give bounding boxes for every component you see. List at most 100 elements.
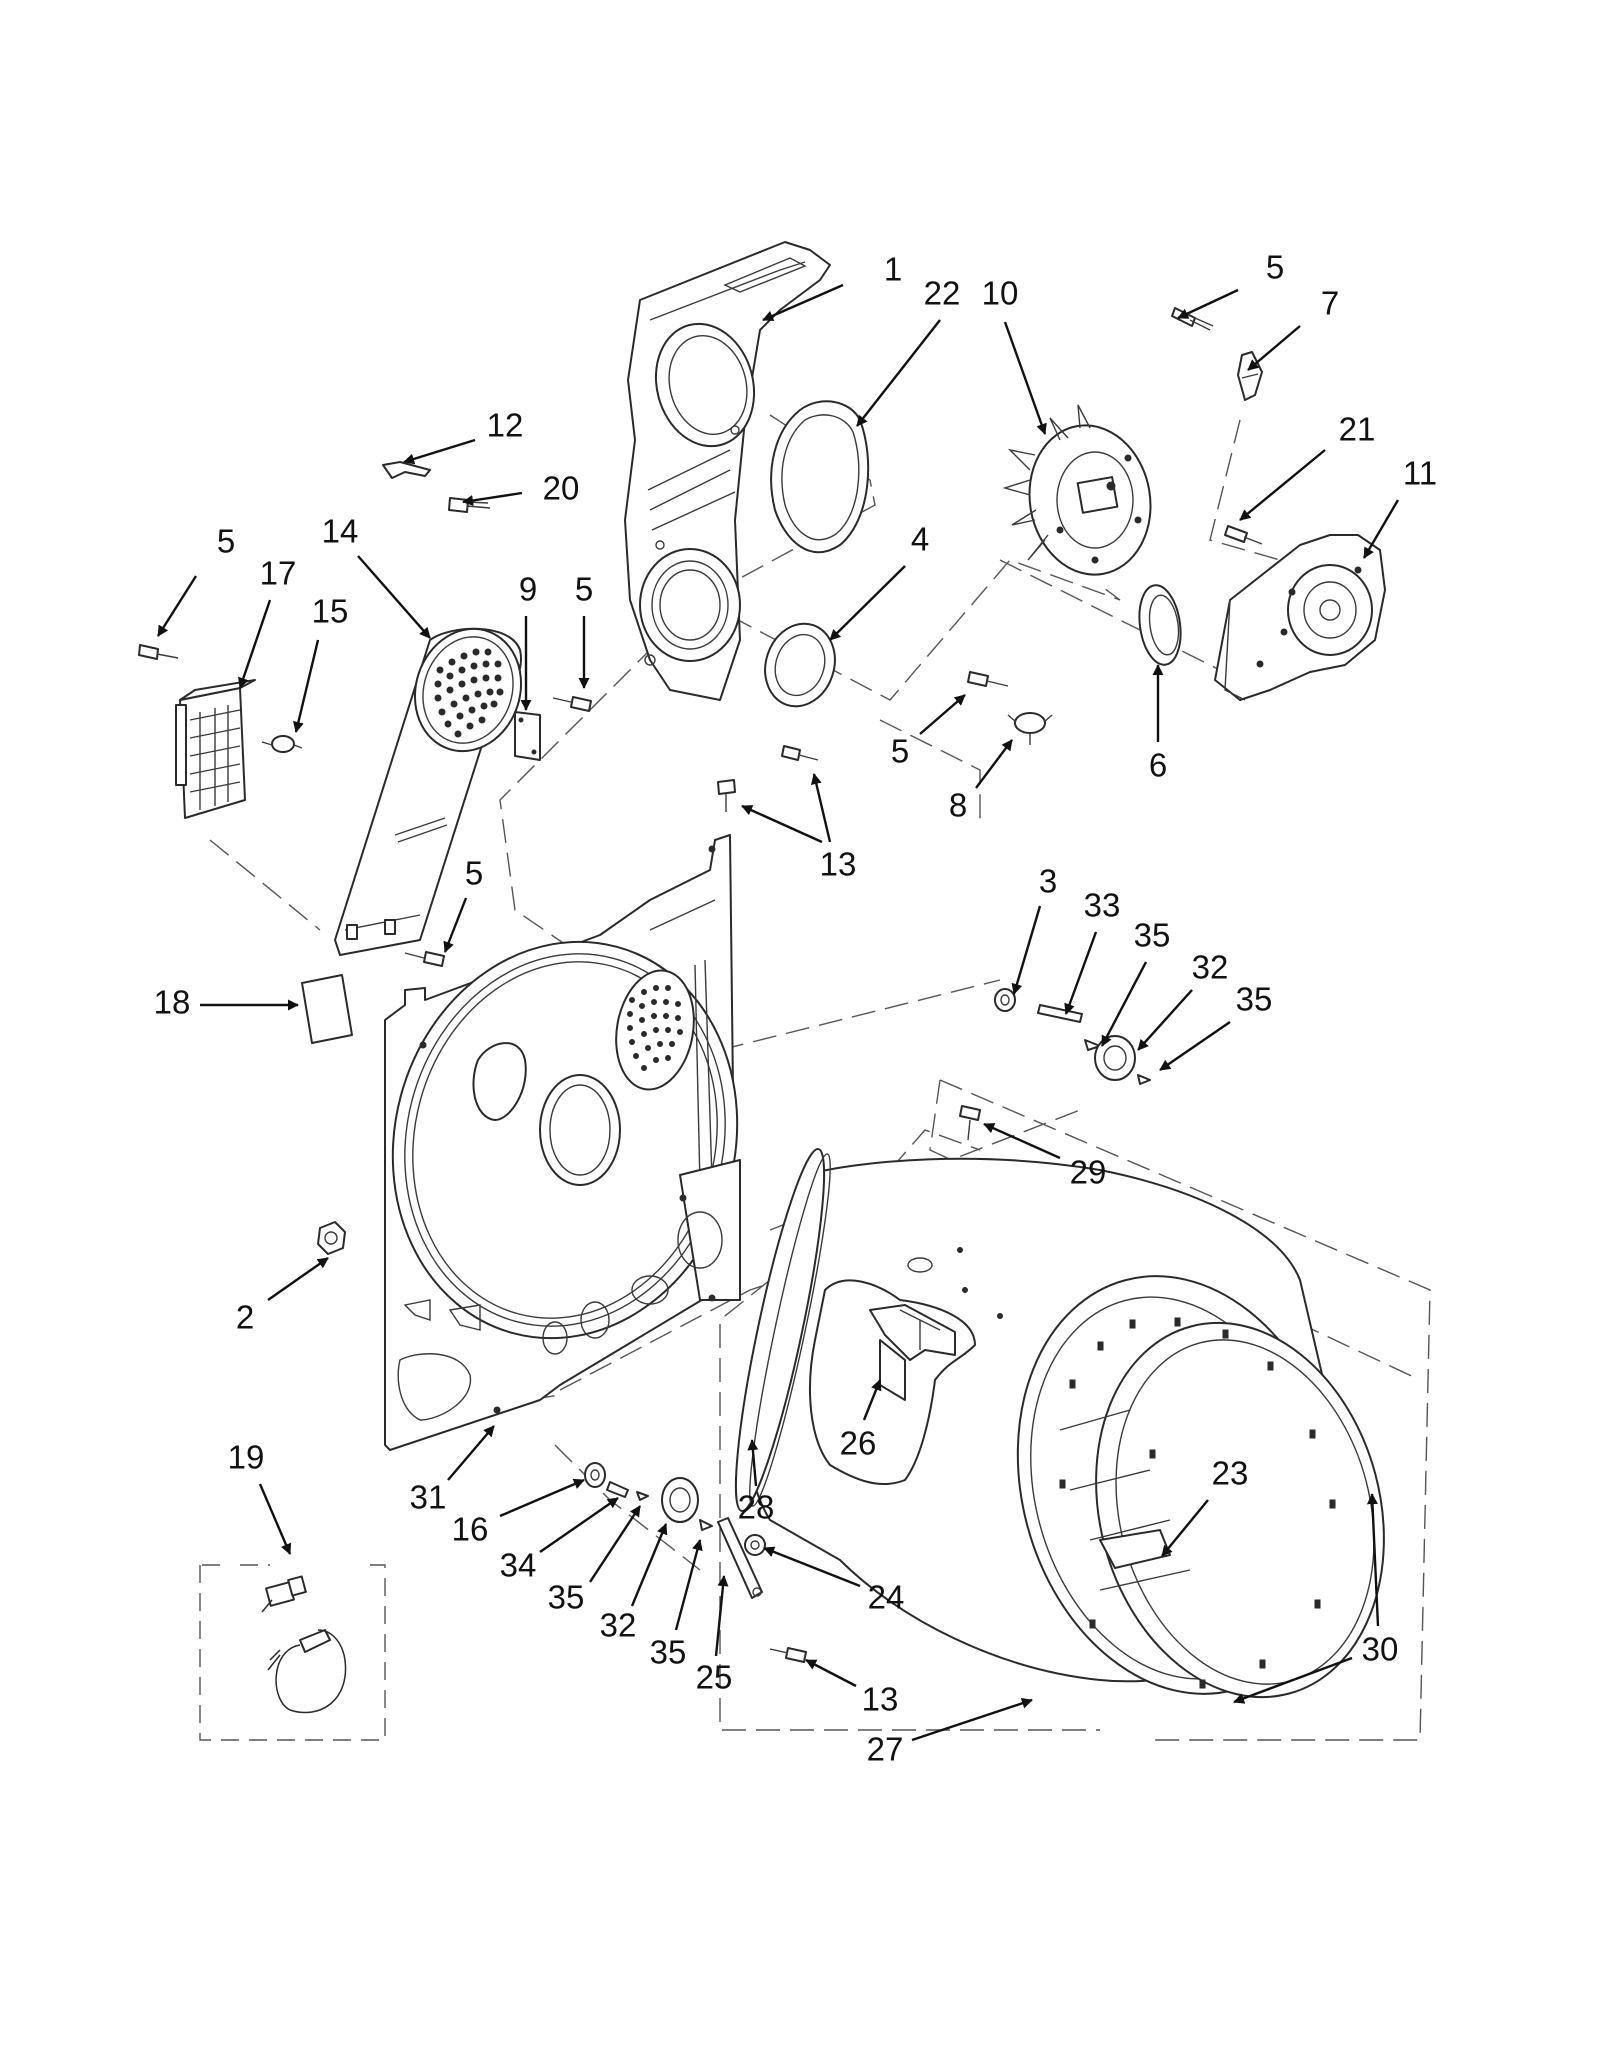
heater-duct-perforation bbox=[434, 648, 504, 738]
callout-arrow-c13b bbox=[805, 1658, 857, 1688]
clip-7 bbox=[1237, 351, 1263, 401]
callout-arrow-c3 bbox=[1011, 905, 1042, 995]
callout-arrow-c5d bbox=[919, 694, 966, 735]
callout-arrow-c33 bbox=[1064, 931, 1098, 1015]
callout-label-c5c: 5 bbox=[575, 571, 593, 608]
screw-21 bbox=[1224, 525, 1263, 545]
callout-arrow-c35b bbox=[1159, 1021, 1231, 1071]
drum-assembly bbox=[734, 1147, 1385, 1699]
callout-label-c29: 29 bbox=[1070, 1154, 1107, 1191]
rear-panel-bulkhead bbox=[384, 834, 741, 1451]
callout-arrow-c20 bbox=[462, 491, 523, 506]
callout-label-c30: 30 bbox=[1362, 1631, 1399, 1668]
callout-label-c20: 20 bbox=[543, 470, 580, 507]
callout-arrow-c30 bbox=[1366, 1493, 1380, 1627]
thermal-cutoff-15 bbox=[261, 735, 303, 753]
seal-ring bbox=[764, 622, 836, 708]
callout-label-c32a: 32 bbox=[1192, 949, 1229, 986]
callout-label-c7: 7 bbox=[1321, 285, 1339, 322]
callout-arrow-c35c bbox=[588, 1505, 642, 1583]
callout-arrow-c2 bbox=[267, 1257, 329, 1301]
thermostat-8 bbox=[1007, 712, 1053, 745]
callout-arrow-c8 bbox=[975, 739, 1013, 789]
insulation-pad bbox=[301, 974, 353, 1044]
callout-label-c35b: 35 bbox=[1236, 981, 1273, 1018]
callout-label-c13a: 13 bbox=[820, 846, 857, 883]
screws bbox=[138, 307, 1263, 1663]
callout-arrow-c24 bbox=[763, 1546, 861, 1588]
heater-duct bbox=[334, 627, 523, 956]
callout-arrow-c32a bbox=[1137, 989, 1193, 1051]
callout-label-c12: 12 bbox=[487, 407, 524, 444]
callout-arrow-c27 bbox=[911, 1697, 1033, 1742]
screw-13-bottom bbox=[769, 1647, 807, 1663]
callout-label-c34: 34 bbox=[500, 1547, 537, 1584]
callout-arrow-c21 bbox=[1239, 449, 1326, 521]
bearing-ring bbox=[1138, 584, 1182, 666]
callout-arrow-c10 bbox=[1003, 321, 1047, 435]
screw-5-left bbox=[138, 644, 179, 660]
callout-label-c14: 14 bbox=[322, 513, 359, 550]
callout-label-c2: 2 bbox=[236, 1299, 254, 1336]
callout-label-c27: 27 bbox=[867, 1731, 904, 1768]
callout-label-c5a: 5 bbox=[1266, 249, 1284, 286]
callout-arrow-c1 bbox=[762, 283, 844, 322]
roller-group-upper bbox=[994, 988, 1151, 1085]
heater-element bbox=[175, 679, 256, 819]
callout-arrow-c5a bbox=[1177, 288, 1239, 320]
callout-label-c8: 8 bbox=[949, 787, 967, 824]
callout-arrow-c22 bbox=[856, 319, 941, 427]
callout-label-c35d: 35 bbox=[650, 1634, 687, 1671]
nut-2 bbox=[317, 1221, 346, 1255]
callout-label-c32b: 32 bbox=[600, 1607, 637, 1644]
callout-arrow-c19 bbox=[258, 1483, 292, 1555]
screw-5-lower bbox=[404, 951, 445, 967]
callout-arrow-c4 bbox=[829, 565, 906, 641]
blower-wheel bbox=[1002, 404, 1152, 576]
callout-label-c5d: 5 bbox=[891, 733, 909, 770]
callout-label-c22: 22 bbox=[924, 275, 961, 312]
drum-rim-slots bbox=[1059, 1317, 1336, 1689]
screw-5-mid bbox=[552, 696, 592, 712]
wire-harness-kit bbox=[199, 1564, 386, 1741]
callout-arrow-c17 bbox=[238, 599, 272, 689]
callout-arrow-c5e bbox=[443, 897, 468, 953]
screw-5-center bbox=[967, 671, 1009, 687]
callout-label-c1: 1 bbox=[884, 251, 902, 288]
callout-label-c15: 15 bbox=[312, 593, 349, 630]
callout-label-c17: 17 bbox=[260, 555, 297, 592]
callout-label-c21: 21 bbox=[1339, 411, 1376, 448]
callout-arrow-c12 bbox=[403, 438, 476, 465]
callout-arrow-c7 bbox=[1247, 325, 1301, 371]
callout-arrow-c29 bbox=[983, 1122, 1061, 1160]
callout-label-c35a: 35 bbox=[1134, 917, 1171, 954]
callout-arrow-c34 bbox=[539, 1497, 619, 1553]
callout-label-c13b: 13 bbox=[862, 1681, 899, 1718]
screw-29 bbox=[959, 1105, 981, 1141]
callout-label-c33: 33 bbox=[1084, 887, 1121, 924]
callout-label-c31: 31 bbox=[410, 1479, 447, 1516]
callout-label-c16: 16 bbox=[452, 1511, 489, 1548]
callout-arrow-c31 bbox=[447, 1425, 495, 1481]
callout-label-c3: 3 bbox=[1039, 863, 1057, 900]
bracket-12 bbox=[382, 461, 431, 479]
callout-label-c23: 23 bbox=[1212, 1455, 1249, 1492]
callout-label-c25: 25 bbox=[696, 1659, 733, 1696]
screw-13-top-a bbox=[781, 745, 819, 761]
callout-label-c11: 11 bbox=[1403, 455, 1437, 492]
rear-duct-housing bbox=[624, 241, 831, 701]
callout-arrow-c26 bbox=[862, 1379, 882, 1421]
blower-housing bbox=[1214, 534, 1386, 701]
callout-arrow-c15 bbox=[292, 639, 320, 733]
callout-label-c24: 24 bbox=[868, 1579, 905, 1616]
callout-arrow-c32b bbox=[630, 1523, 668, 1607]
callout-arrow-c14 bbox=[357, 555, 431, 639]
callout-label-c9: 9 bbox=[519, 571, 537, 608]
callout-arrow-c23 bbox=[1161, 1499, 1209, 1557]
callout-label-c18: 18 bbox=[154, 984, 191, 1021]
callout-arrow-c25 bbox=[714, 1575, 729, 1657]
duct-seal bbox=[770, 400, 870, 554]
bracket-9 bbox=[514, 711, 541, 761]
roller-group-lower bbox=[584, 1462, 766, 1599]
callout-label-c5b: 5 bbox=[217, 523, 235, 560]
